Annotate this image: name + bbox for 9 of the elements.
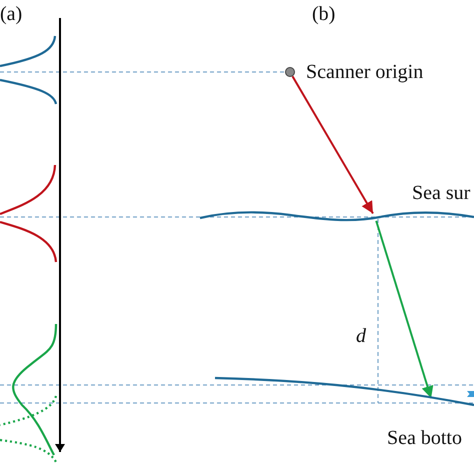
arrow (292, 76, 374, 214)
caption-text: Sea sur (412, 183, 470, 203)
panel-label: (a) (0, 4, 22, 24)
panel-label: (b) (312, 4, 336, 24)
scanner-point (284, 66, 296, 78)
arrow (375, 220, 434, 398)
caption-text: Scanner origin (306, 62, 424, 82)
caption-text: Sea botto (387, 428, 462, 448)
depth-symbol: d (356, 326, 366, 346)
